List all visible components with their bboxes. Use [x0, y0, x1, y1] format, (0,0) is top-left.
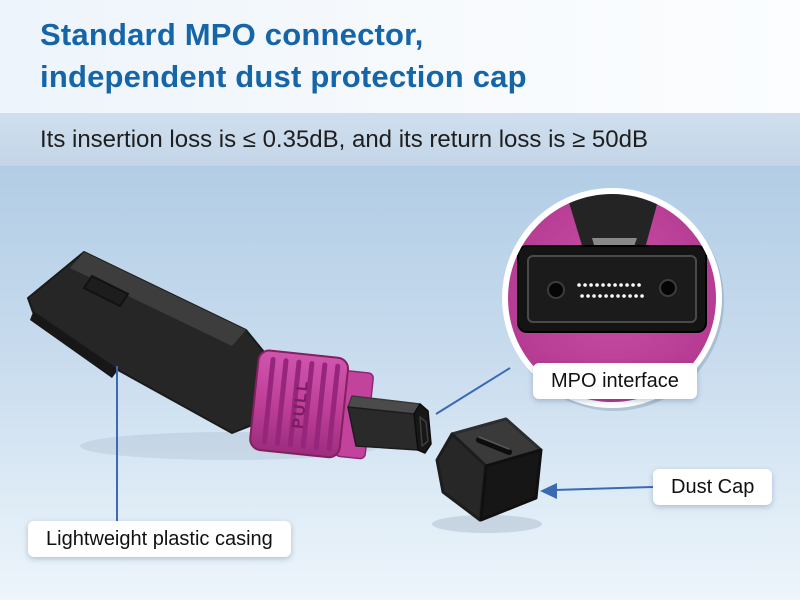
- subtitle-text: Its insertion loss is ≤ 0.35dB, and its …: [40, 125, 648, 153]
- body-bottom-edge: [30, 312, 118, 378]
- label-mpo-interface: MPO interface: [533, 363, 697, 399]
- connector-body: [27, 251, 265, 434]
- ferrule-tip: [347, 395, 432, 454]
- dust-cap-slot: [476, 437, 512, 455]
- callout-line-dust-cap: [553, 486, 654, 491]
- ferrule-end-face: [419, 416, 429, 447]
- insert-recess: [527, 255, 697, 323]
- magnifier-circle: [502, 188, 724, 411]
- callout-lines: [116, 366, 654, 522]
- dust-cap-arrowhead: [540, 483, 557, 499]
- subtitle-band: Its insertion loss is ≤ 0.35dB, and its …: [0, 113, 800, 166]
- dust-cap-shadow: [432, 515, 542, 533]
- page-title-line1: Standard MPO connector,: [40, 17, 424, 52]
- magnifier-ring: [502, 188, 722, 408]
- dust-cap-object: [435, 417, 543, 522]
- label-dust-cap: Dust Cap: [653, 469, 773, 505]
- callout-line-magnifier: [435, 367, 511, 415]
- header: Standard MPO connector, independent dust…: [0, 0, 800, 113]
- page-title-line2: independent dust protection cap: [40, 59, 527, 94]
- guide-pin-hole-right: [659, 279, 677, 297]
- body-top-facet: [70, 252, 246, 346]
- label-casing: Lightweight plastic casing: [28, 521, 291, 557]
- boot-pull-text: PULL: [290, 378, 312, 429]
- guide-pin-hole-left: [547, 281, 565, 299]
- key-notch: [564, 191, 662, 252]
- product-illustration: PULL: [27, 188, 724, 533]
- latch-groove: [82, 274, 130, 308]
